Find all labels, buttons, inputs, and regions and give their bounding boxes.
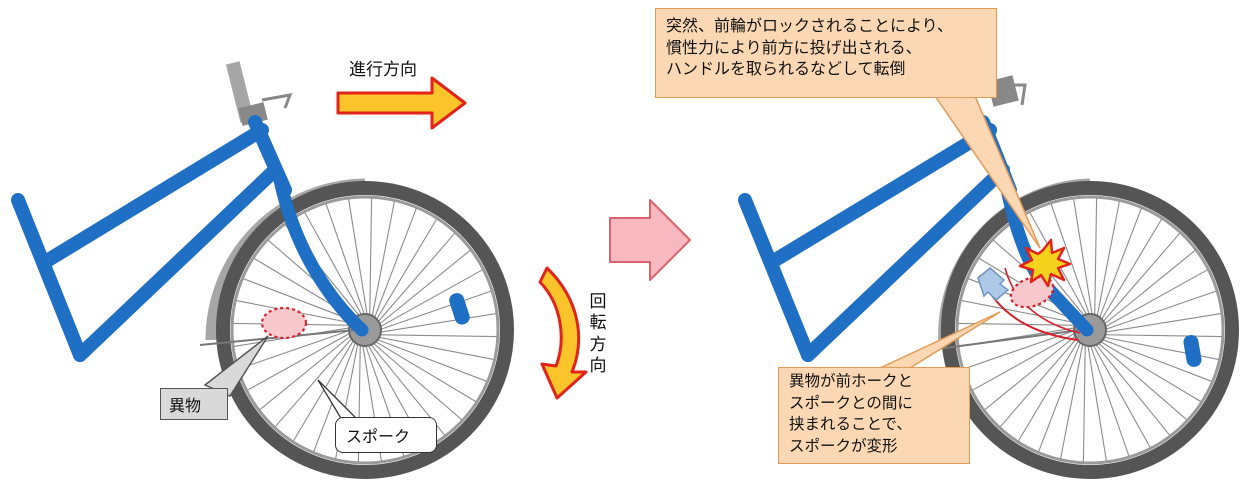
spoke-line <box>1094 198 1098 319</box>
callout-top: 突然、前輪がロックされることにより、 慣性力により前方に投げ出される、 ハンドル… <box>655 8 997 98</box>
spoke-line <box>313 338 358 452</box>
spoke-line <box>1099 218 1163 324</box>
spoke-line <box>374 335 494 360</box>
rotation-arrow <box>538 266 588 400</box>
spoke-line <box>1101 313 1222 334</box>
left-foreign-object <box>260 306 308 340</box>
spoke-line <box>348 198 369 319</box>
spoke-line <box>1038 338 1083 452</box>
callout-top-line: 突然、前輪がロックされることにより、 <box>666 16 954 35</box>
spoke-line <box>1097 208 1142 322</box>
spoke-label: スポーク <box>335 417 437 453</box>
spoke-line <box>374 218 438 324</box>
spoke-line <box>1082 341 1086 462</box>
right-frame <box>738 115 1017 362</box>
spoke-line <box>274 335 355 428</box>
spoke-line <box>1095 340 1188 421</box>
spoke-line <box>1088 341 1130 457</box>
spoke-line <box>999 335 1080 428</box>
spoke-line <box>1073 198 1094 319</box>
spoke-line <box>371 339 477 403</box>
spoke-line <box>1095 201 1120 321</box>
spoke-line <box>375 232 456 325</box>
spoke-line <box>1100 232 1181 325</box>
impact-burst-icon <box>1018 238 1072 288</box>
callout-bottom-line: 異物が前ホークと <box>789 372 914 390</box>
direction-arrow <box>336 76 467 130</box>
spoke-line <box>1091 341 1151 448</box>
right-bicycle <box>738 75 1239 479</box>
spoke-line <box>1017 336 1081 442</box>
spoke-line <box>259 333 354 411</box>
left-reflector <box>449 293 470 325</box>
callout-bottom-line: スポークが変形 <box>789 437 898 456</box>
spoke-line <box>961 300 1081 325</box>
callout-top-line: 慣性力により前方に投げ出される、 <box>666 37 922 57</box>
left-frame <box>11 115 292 362</box>
callout-top-line: ハンドルを取られるなどして転倒 <box>666 59 906 79</box>
spoke-line <box>238 328 354 370</box>
push-arrow <box>977 267 1010 302</box>
transition-arrow <box>609 199 691 281</box>
right-reflector <box>1183 334 1202 367</box>
right-foreign-object <box>1009 275 1055 309</box>
rotation-label: 回 転 方 向 <box>589 292 607 376</box>
right-tire <box>941 181 1239 479</box>
spoke-line <box>369 198 373 319</box>
spoke-line <box>372 208 417 322</box>
spoke-line <box>1096 339 1202 403</box>
callout-bottom-line: スポークとの間に <box>789 393 913 412</box>
callout-bottom: 異物が前ホークと スポークとの間に 挟まれることで、 スポークが変形 <box>778 367 970 464</box>
spoke-line <box>376 269 483 329</box>
spoke-line <box>1101 334 1222 338</box>
callout-bottom-line: 挟まれることで、 <box>789 415 912 434</box>
left-fork <box>273 173 369 337</box>
spoke-line <box>1050 203 1092 319</box>
spoke-line <box>1101 249 1196 327</box>
spoke-line <box>1098 337 1212 382</box>
spoke-line <box>243 278 357 323</box>
spoke-line <box>325 203 367 319</box>
left-tire <box>216 181 514 479</box>
spoke-line <box>376 249 471 327</box>
spoke-line <box>376 290 492 332</box>
spoke-line <box>370 340 463 421</box>
spoke-line <box>972 331 1079 391</box>
spoke-line <box>376 313 497 334</box>
spoke-line <box>1086 341 1107 462</box>
spoke-line <box>1093 341 1171 436</box>
direction-label: 進行方向 <box>349 60 417 80</box>
spoke-line <box>304 212 364 319</box>
spoke-line <box>373 337 487 382</box>
spoke-line <box>247 331 354 391</box>
spoke-line <box>1101 269 1208 329</box>
spoke-line <box>370 201 395 321</box>
foreign-object-label: 異物 <box>160 388 228 420</box>
right-spokes <box>958 198 1222 462</box>
spoke-line <box>1101 290 1217 332</box>
spoke-line <box>1060 339 1085 459</box>
spoke-line <box>984 333 1079 411</box>
spoke-line <box>376 334 497 338</box>
